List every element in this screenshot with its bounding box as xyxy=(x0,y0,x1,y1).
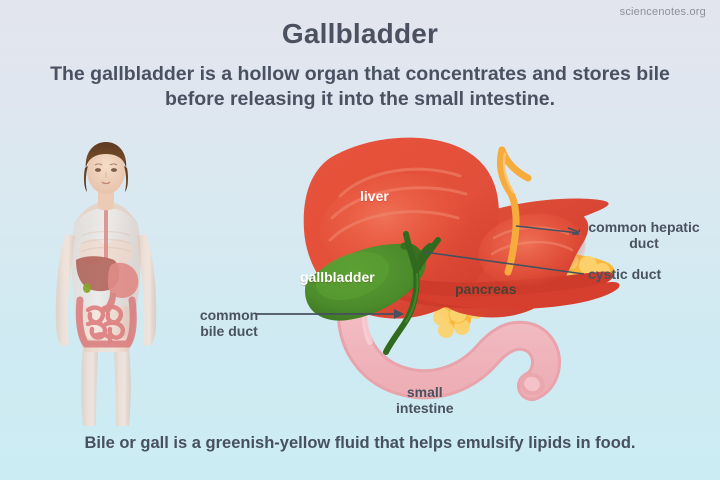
footer-note: Bile or gall is a greenish-yellow fluid … xyxy=(84,434,636,452)
biliary-duct-highlight xyxy=(405,273,419,323)
human-body-figure xyxy=(40,138,172,430)
label-small-intestine-line2: intestine xyxy=(396,400,454,417)
label-pancreas: pancreas xyxy=(455,281,517,297)
leader-line-cystic-duct xyxy=(423,251,585,275)
label-liver: liver xyxy=(360,188,389,204)
label-cystic-duct: cystic duct xyxy=(588,266,662,282)
label-small-intestine-line1: small xyxy=(406,384,443,400)
leader-lines xyxy=(567,227,581,235)
label-gallbladder: gallbladder xyxy=(300,269,375,285)
label-common-bile-duct: common bile duct xyxy=(189,307,269,339)
label-common-hepatic-duct-line1: common hepatic xyxy=(588,219,700,235)
leader-line-common-hepatic-duct xyxy=(515,225,580,234)
watermark-text: sciencenotes.org xyxy=(619,6,706,18)
leader-line-common-bile-duct xyxy=(256,309,404,319)
label-small-intestine: small intestine xyxy=(396,384,454,416)
page-title: Gallbladder xyxy=(281,18,439,49)
page-subtitle: The gallbladder is a hollow organ that c… xyxy=(50,63,670,110)
biliary-duct-tree xyxy=(383,231,441,355)
label-common-hepatic-duct-line2: duct xyxy=(629,235,659,252)
label-common-bile-duct-line2: bile duct xyxy=(200,323,258,340)
label-common-hepatic-duct: common hepatic duct xyxy=(580,219,708,251)
label-common-bile-duct-line1: common xyxy=(199,307,259,323)
anatomy-diagram xyxy=(180,118,720,428)
